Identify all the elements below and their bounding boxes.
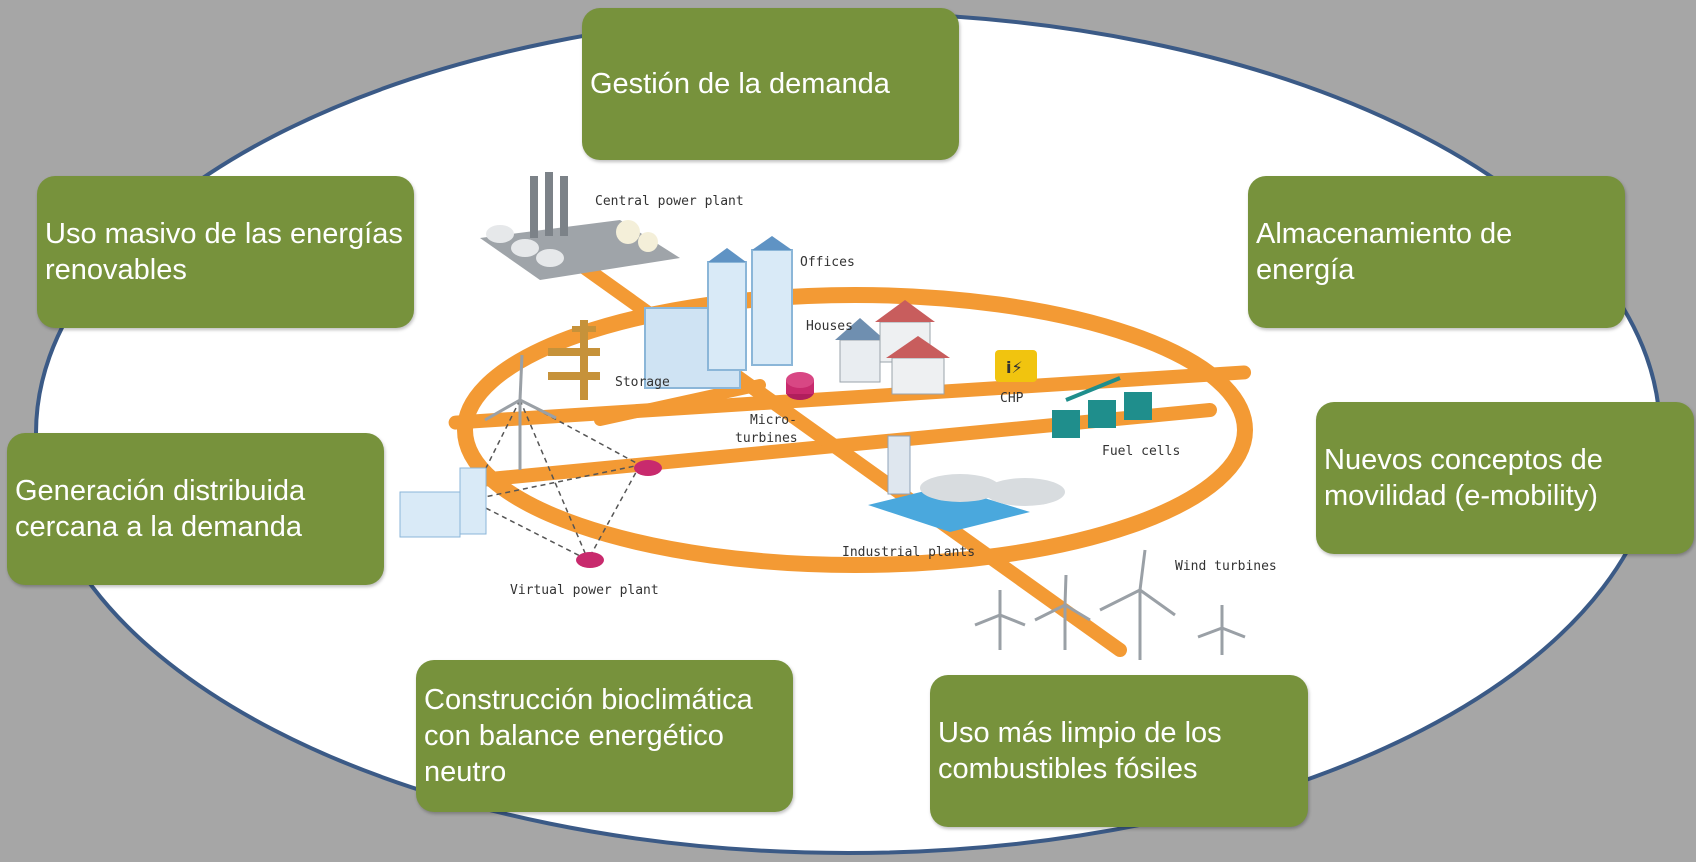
label-storage: Storage	[615, 375, 670, 390]
box-movilidad-text: Nuevos conceptos de movilidad (e-mobilit…	[1324, 444, 1603, 512]
label-virtual-power-plant: Virtual power plant	[510, 583, 659, 598]
label-chp: CHP	[1000, 391, 1024, 406]
label-industrial-plants: Industrial plants	[842, 545, 975, 560]
box-construccion-bioclimatica: Construcción bioclimática con balance en…	[416, 660, 793, 812]
chp-illustration: i⚡	[995, 350, 1037, 382]
virtual-power-plant-illustration	[399, 399, 662, 568]
label-houses: Houses	[806, 319, 853, 334]
svg-text:i⚡: i⚡	[1006, 358, 1023, 377]
label-central-power-plant: Central power plant	[595, 194, 744, 209]
label-fuel-cells: Fuel cells	[1102, 444, 1180, 459]
box-combustibles-fosiles-text: Uso más limpio de los combustibles fósil…	[938, 717, 1222, 785]
label-micro: Micro-	[750, 413, 797, 428]
box-almacenamiento: Almacenamiento de energía	[1248, 176, 1625, 328]
box-gestion-demanda-text: Gestión de la demanda	[590, 68, 890, 100]
houses-illustration	[835, 300, 950, 395]
microturbines-illustration	[786, 372, 814, 400]
box-construccion-bioclimatica-text: Construcción bioclimática con balance en…	[424, 684, 753, 788]
wind-turbines-illustration	[484, 354, 1246, 660]
storage-illustration	[548, 320, 600, 400]
box-energias-renovables: Uso masivo de las energías renovables	[37, 176, 414, 328]
box-gestion-demanda: Gestión de la demanda	[582, 8, 959, 160]
label-turbines: turbines	[735, 431, 798, 446]
box-energias-renovables-text: Uso masivo de las energías renovables	[45, 218, 403, 286]
box-movilidad: Nuevos conceptos de movilidad (e-mobilit…	[1316, 402, 1694, 554]
offices-illustration	[644, 236, 793, 389]
box-generacion-distribuida: Generación distribuida cercana a la dema…	[7, 433, 384, 585]
box-generacion-distribuida-text: Generación distribuida cercana a la dema…	[15, 475, 306, 543]
box-almacenamiento-text: Almacenamiento de energía	[1256, 218, 1513, 286]
industrial-plants-illustration	[868, 435, 1065, 532]
fuel-cells-illustration	[1052, 376, 1152, 438]
central-power-plant-illustration	[480, 172, 680, 280]
label-wind-turbines: Wind turbines	[1175, 559, 1277, 574]
box-combustibles-fosiles: Uso más limpio de los combustibles fósil…	[930, 675, 1308, 827]
label-offices: Offices	[800, 255, 855, 270]
